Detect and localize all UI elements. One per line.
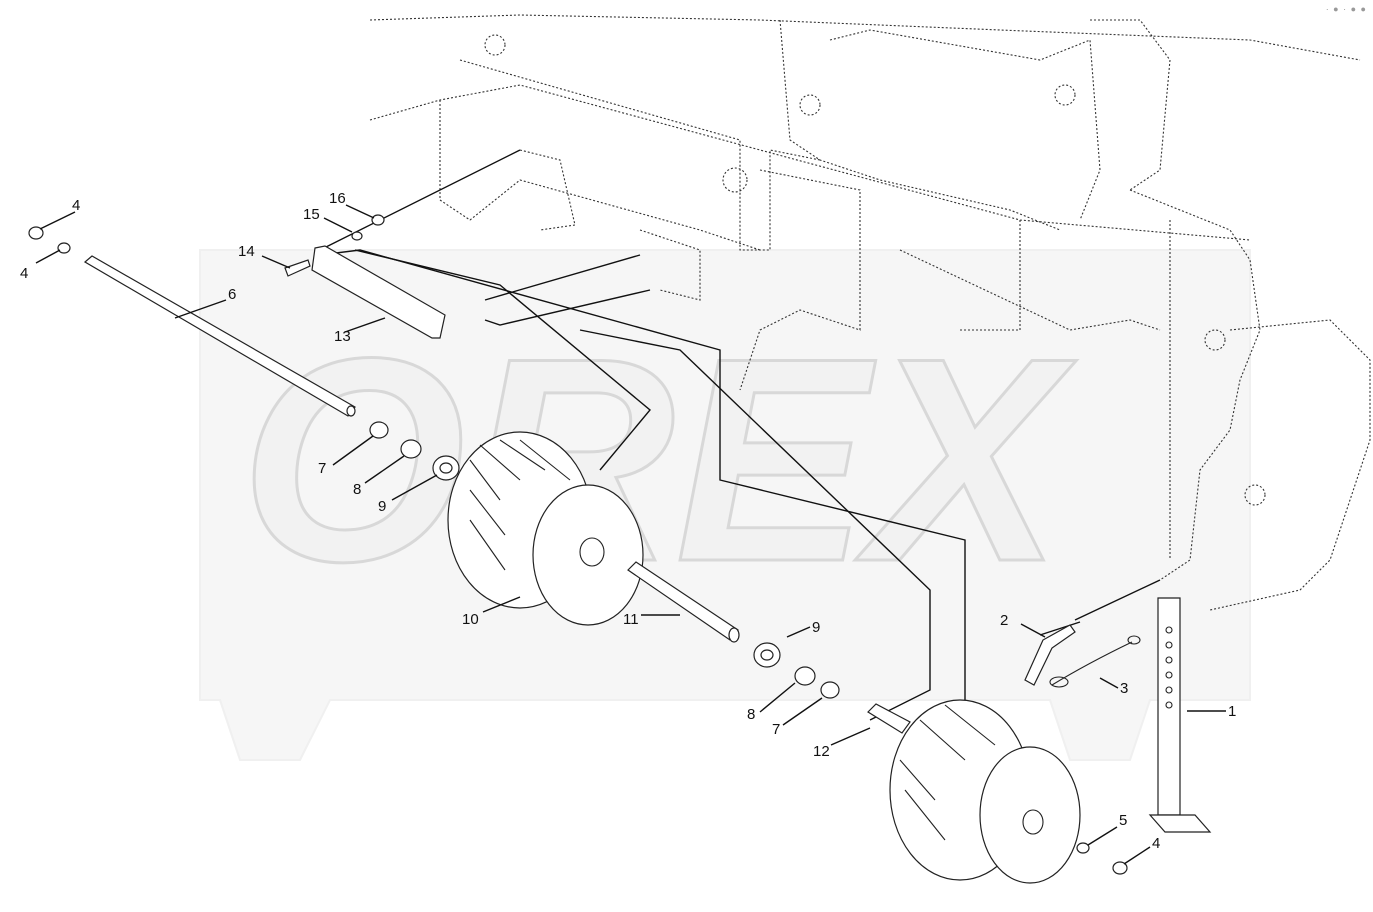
callout-7-lower: 7 <box>772 721 780 738</box>
callout-leaders <box>35 204 1226 865</box>
callout-12: 12 <box>813 743 830 760</box>
callout-6: 6 <box>228 286 236 303</box>
part-washer-flat <box>400 439 422 459</box>
callout-14: 14 <box>238 243 255 260</box>
callout-8-lower: 8 <box>747 706 755 723</box>
callout-2: 2 <box>1000 612 1008 629</box>
callout-13: 13 <box>334 328 351 345</box>
callout-1: 1 <box>1228 703 1236 720</box>
part-ring <box>369 421 389 439</box>
part-bracket <box>311 245 446 339</box>
corner-mark: · ● · ● ● <box>1325 4 1367 14</box>
callout-8: 8 <box>353 481 361 498</box>
callout-4: 4 <box>72 197 80 214</box>
callout-7: 7 <box>318 460 326 477</box>
callout-labels: 4 4 6 7 8 9 10 11 12 13 14 15 16 9 8 7 2… <box>20 190 1236 852</box>
callout-15: 15 <box>303 206 320 223</box>
part-washer <box>57 242 71 254</box>
callout-9: 9 <box>378 498 386 515</box>
callout-9-lower: 9 <box>812 619 820 636</box>
watermark-logo: OREX <box>199 249 1251 761</box>
part-washer <box>1076 842 1090 854</box>
callout-16: 16 <box>329 190 346 207</box>
watermark-text: OREX <box>240 298 1077 622</box>
parts <box>28 214 1212 884</box>
part-washer <box>351 231 363 241</box>
callout-5: 4 <box>20 265 28 282</box>
part-nut <box>28 226 44 240</box>
part-support-leg <box>1148 597 1212 833</box>
part-bushing <box>867 703 911 734</box>
callout-4-lower: 4 <box>1152 835 1160 852</box>
part-bolt <box>284 259 311 277</box>
part-ring <box>820 681 840 699</box>
part-washer-flat <box>794 666 816 686</box>
callout-3: 3 <box>1120 680 1128 697</box>
part-wheel <box>447 431 644 626</box>
part-nut <box>371 214 385 226</box>
callout-5-lower: 5 <box>1119 812 1127 829</box>
machine-frame <box>369 14 1371 611</box>
part-clip <box>1051 641 1133 686</box>
part-pin <box>1024 624 1076 686</box>
part-nut <box>1112 861 1128 875</box>
part-axle-shaft <box>83 255 356 417</box>
callout-10: 10 <box>462 611 479 628</box>
part-wheel-second <box>889 699 1081 884</box>
callout-11: 11 <box>623 611 639 628</box>
